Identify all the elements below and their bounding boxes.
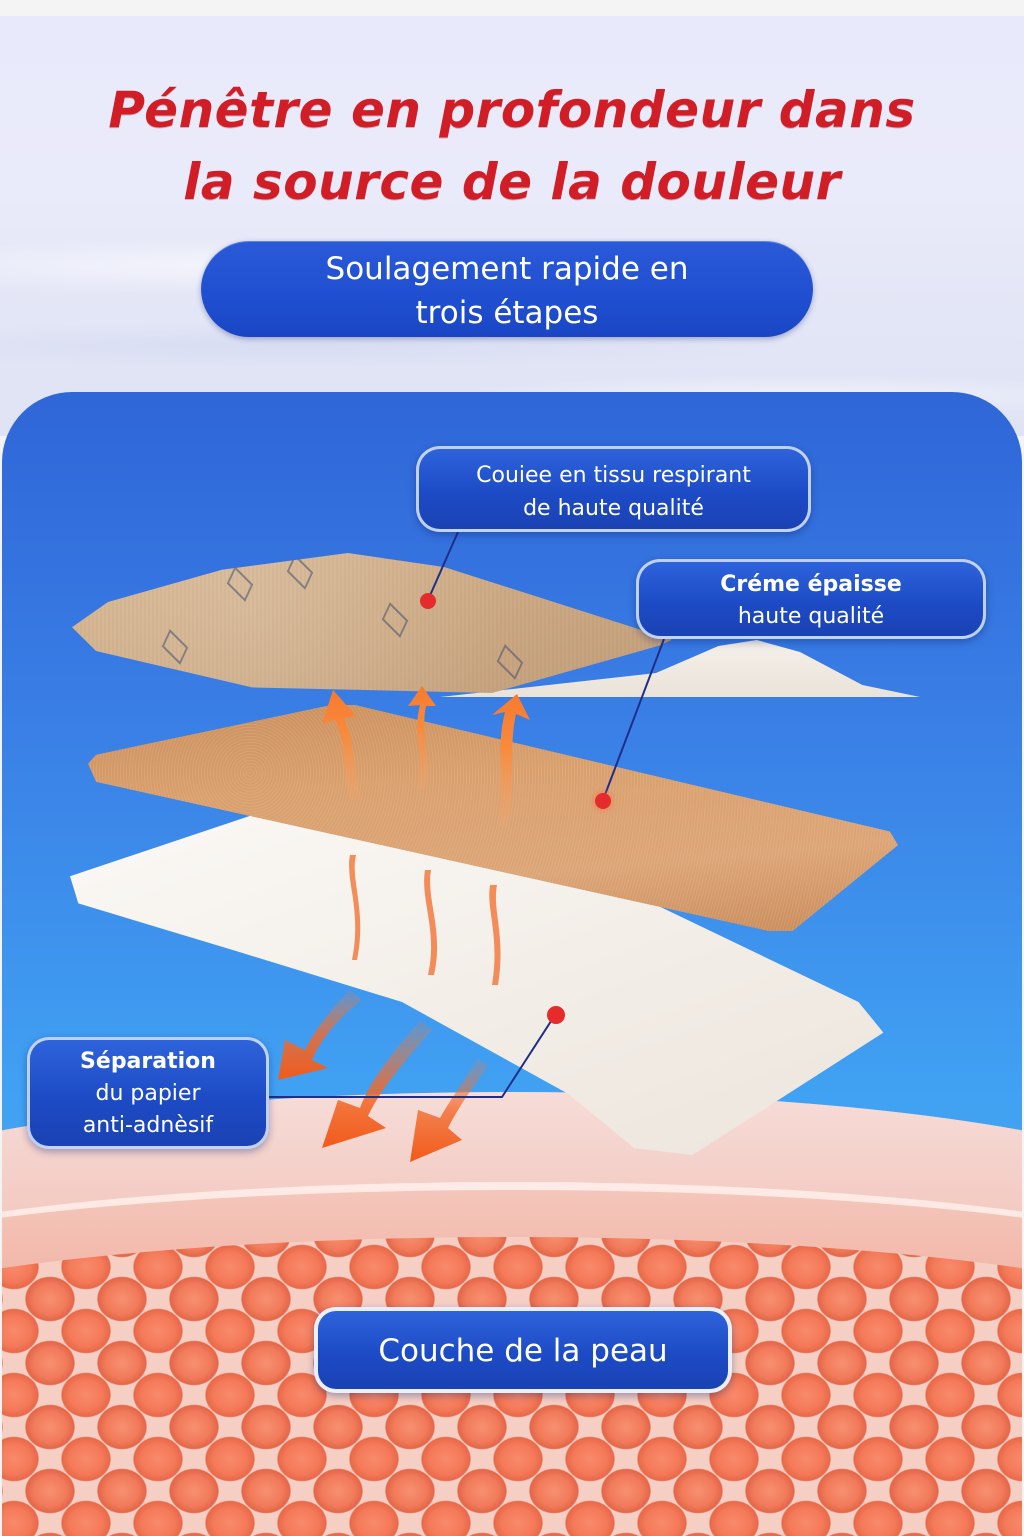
callout-fabric-layer: Couiee en tissu respirant de haute quali… — [416, 446, 811, 532]
hero-background — [0, 16, 1024, 436]
callout-gel-line-1: Créme épaisse — [720, 572, 902, 597]
fabric-print-icon — [381, 602, 409, 638]
callout-gel-layer: Créme épaisse haute qualité — [636, 559, 986, 639]
fabric-print-icon — [226, 566, 254, 602]
callout-skin-layer: Couche de la peau — [314, 1307, 732, 1393]
headline-line-1: Pénêtre en profondeur dans — [108, 81, 916, 139]
fabric-print-icon — [496, 644, 524, 680]
skin-layer-label: Couche de la peau — [378, 1333, 668, 1369]
callout-fabric-line-1: Couiee en tissu respirant — [476, 463, 751, 488]
subtitle-line-2: trois étapes — [415, 295, 599, 331]
callout-gel-line-2: haute qualité — [737, 604, 885, 629]
top-strip — [0, 0, 1024, 16]
callout-liner-layer: Séparation du papier anti-adnèsif — [27, 1037, 269, 1149]
page-headline: Pénêtre en profondeur dans la source de … — [0, 74, 1024, 218]
fabric-print-icon — [161, 629, 189, 665]
callout-liner-line-2: du papier — [95, 1081, 201, 1106]
callout-fabric-line-2: de haute qualité — [523, 496, 704, 521]
subtitle-line-1: Soulagement rapide en — [325, 251, 689, 287]
callout-liner-line-3: anti-adnèsif — [82, 1113, 214, 1138]
callout-liner-line-1: Séparation — [80, 1049, 216, 1074]
subtitle-pill: Soulagement rapide en trois étapes — [201, 241, 813, 337]
headline-line-2: la source de la douleur — [183, 153, 841, 211]
